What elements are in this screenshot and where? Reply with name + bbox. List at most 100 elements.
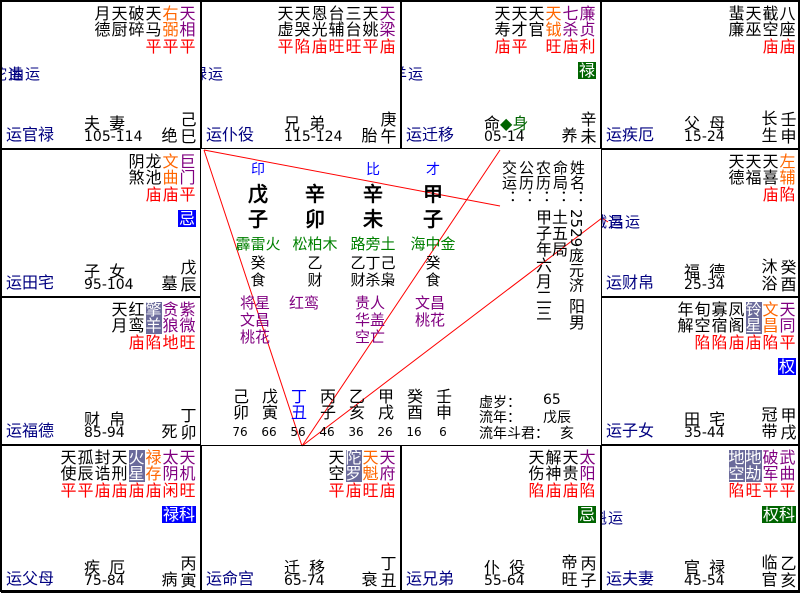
stem-branch: 丙子 — [580, 554, 597, 590]
star: 恩光恩光庙 — [311, 6, 328, 56]
star-name-char: 德 — [728, 168, 745, 187]
yun-palace-name[interactable]: 运财帛 — [606, 273, 655, 292]
star-name-char: 曲 — [779, 464, 796, 483]
star-name-char: 阴 — [128, 152, 145, 171]
star-name-char: 阁 — [728, 316, 745, 335]
star: 铃星铃星庙 — [745, 302, 762, 352]
star-brightness: 庙 — [745, 333, 762, 352]
yun-palace-name[interactable]: 运父母 — [6, 569, 55, 588]
pillar-stem: 辛 — [305, 182, 325, 206]
palace-丙寅[interactable]: 天使天使平孤辰孤辰平封诰封诰庙天刑天刑庙火星火星庙禄存禄存庙太阴太阴闲天机天机旺… — [1, 445, 201, 593]
yun-palace-name[interactable]: 运仆役 — [206, 125, 255, 144]
yun-palace-name[interactable]: 运迁移 — [406, 125, 455, 144]
star-name-char: 光 — [311, 20, 328, 39]
pillar-shensha: 红鸾 — [289, 294, 320, 312]
yun-palace-name[interactable]: 运官禄 — [6, 125, 55, 144]
star-list: 天空天空平陀罗陀罗庙天魁天魁旺天府天府庙 — [328, 450, 396, 500]
star-brightness: 陷 — [294, 37, 311, 56]
line-guanlu-to-caibo — [203, 149, 501, 207]
decade-age: 46 — [319, 425, 335, 439]
star-brightness: 地 — [162, 333, 179, 352]
star-name-char: 空 — [762, 20, 779, 39]
star-name-char: 杀 — [562, 20, 579, 39]
yun-palace-name[interactable]: 运子女 — [606, 421, 655, 440]
palace-name[interactable]: 夫 妻 — [84, 114, 128, 133]
info-label: 命局： — [551, 160, 569, 205]
palace-name[interactable]: 疾 厄 — [84, 558, 128, 577]
star: 破军破军平 — [762, 450, 779, 500]
yun-palace-name[interactable]: 运兄弟 — [406, 569, 455, 588]
stem-branch: 乙亥 — [780, 554, 797, 590]
star: 天梁天梁庙 — [379, 6, 396, 56]
pillar-branch: 子 — [248, 207, 268, 231]
star-brightness: 平 — [277, 37, 294, 56]
age-range: 35-44 — [684, 425, 725, 441]
star-name-char: 太 — [162, 448, 179, 467]
star-name-char: 天 — [362, 448, 379, 467]
star-name-char: 封 — [94, 448, 111, 467]
pillar-hidden-stems: 乙丁己 — [350, 254, 396, 272]
star: 紫微紫微旺 — [179, 302, 196, 352]
star-name-char: 府 — [379, 464, 396, 483]
star-name-char: 宿 — [711, 316, 728, 335]
palace-name[interactable]: 兄 弟 — [284, 114, 328, 133]
star-name-char: 七 — [562, 4, 579, 23]
yun-palace-name[interactable]: 运福德 — [6, 421, 55, 440]
star-name-char: 贞 — [579, 20, 596, 39]
star-name-char: 天 — [528, 448, 545, 467]
star: 年解年解 — [677, 302, 694, 352]
star: 天才天才平 — [511, 6, 528, 56]
star: 天马天马平 — [145, 6, 162, 56]
star-name-char: 辅 — [779, 168, 796, 187]
star-brightness: 旺 — [328, 37, 345, 56]
star-name-char: 曲 — [162, 168, 179, 187]
star-name-char: 诰 — [94, 464, 111, 483]
star: 天德天德 — [728, 154, 745, 204]
yun-stars: 运陀运曲 — [2, 66, 41, 81]
ming-label: 命 — [484, 114, 501, 133]
star-brightness: 陷 — [579, 481, 596, 500]
star-list: 地空地空陷地劫地劫旺破军破军平武曲武曲平 — [728, 450, 796, 500]
yun-palace-name[interactable]: 运夫妻 — [606, 569, 655, 588]
palace-name[interactable]: 父 母 — [684, 114, 728, 133]
star-name-char: 三 — [345, 4, 362, 23]
palace-name[interactable]: 福 德 — [684, 262, 728, 281]
star-name-char: 破 — [128, 4, 145, 23]
pillar-stem: 戊 — [248, 182, 268, 206]
yun-palace-name[interactable]: 运疾厄 — [606, 125, 655, 144]
star-name-char: 月 — [94, 4, 111, 23]
line-ming-to-caibo — [301, 217, 603, 447]
palace-name[interactable]: 田 宅 — [684, 410, 728, 429]
stem-branch: 戊辰 — [180, 258, 197, 294]
palace-己巳[interactable]: 月德月德天厨天厨破碎破碎天马天马平右弼右弼平天相天相平运陀运曲运官禄夫 妻105… — [1, 1, 201, 149]
star: 天厨天厨 — [111, 6, 128, 56]
palace-庚午[interactable]: 天虚天虚平天哭天哭陷恩光恩光庙台辅台辅旺三台三台旺天姚天姚平天梁天梁庙运禄运仆役… — [201, 1, 401, 149]
sihua-badge: 忌 — [177, 209, 196, 228]
star: 天寿天寿庙 — [494, 6, 511, 56]
star-name-char: 寡 — [711, 300, 728, 319]
palace-甲戌[interactable]: 年解年解旬空旬空陷寡宿寡宿陷凤阁凤阁庙铃星铃星庙文昌文昌陷天同天同平权运子女田 … — [601, 297, 800, 445]
palace-name[interactable]: 仆 役 — [484, 558, 528, 577]
yun-palace-name[interactable]: 运命宫 — [206, 569, 255, 588]
star: 寡宿寡宿陷 — [711, 302, 728, 352]
sihua-badge: 权科 — [761, 505, 796, 524]
palace-name[interactable]: 迁 移 — [284, 558, 328, 577]
palace-name[interactable]: 官 禄 — [684, 558, 728, 577]
star-name-char: 阳 — [579, 464, 596, 483]
palace-name[interactable]: 财 帛 — [84, 410, 128, 429]
yun-palace-name[interactable]: 运田宅 — [6, 273, 55, 292]
palace-name-ming-shen[interactable]: 命◆身 — [484, 110, 528, 134]
star-brightness: 平 — [779, 333, 796, 352]
palace-辛未[interactable]: 天寿天寿庙天才天才平天官天官天钺天钺旺七杀七杀庙廉贞廉贞利禄运羊运迁移命◆身05… — [401, 1, 601, 149]
pillar-hidden-stems: 乙 — [307, 254, 323, 272]
star: 天机天机旺 — [179, 450, 196, 500]
palace-name[interactable]: 子 女 — [84, 262, 128, 281]
pillar-shensha: 桃花 — [240, 328, 271, 346]
